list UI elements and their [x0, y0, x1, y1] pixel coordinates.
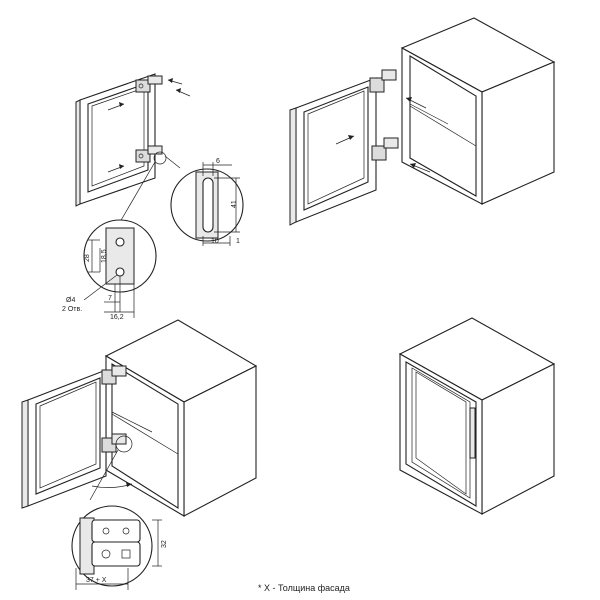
- hinge-bottom-screw: [138, 153, 144, 159]
- arrow-head: [168, 78, 173, 83]
- hinge-adjust-plate: [121, 549, 131, 559]
- callout-circle3: [115, 435, 133, 453]
- hinge2-bottom: [371, 145, 387, 161]
- arrow-head: [176, 88, 181, 93]
- hinge-plate-bottom: [91, 541, 141, 567]
- callout-circle: [153, 151, 167, 165]
- cabinet-opening: [409, 55, 477, 197]
- dim-7: 7: [108, 295, 112, 302]
- door-inner2: [91, 87, 145, 187]
- shelf-edge: [409, 105, 477, 147]
- footnote: * X - Толщина фасада: [258, 583, 350, 593]
- arrow-head: [410, 163, 416, 168]
- hinge2-bottom-plate: [383, 137, 399, 149]
- hinge-screw: [122, 527, 130, 535]
- hole-bottom: [115, 267, 125, 277]
- door3-inner: [35, 377, 101, 495]
- arrow-head: [119, 164, 124, 169]
- leader-detail-b: [164, 155, 181, 169]
- door2-edge: [289, 107, 297, 226]
- door2-inner2: [307, 90, 365, 205]
- dim-28: 28: [84, 254, 91, 262]
- cab3-opening: [111, 363, 179, 510]
- hinge3-top-plate: [111, 365, 127, 377]
- dim-18-5: 18,5: [101, 249, 108, 263]
- dim-6: 6: [216, 158, 220, 165]
- dim-d4: Ø4: [66, 297, 75, 304]
- shelf-back: [409, 103, 449, 125]
- dim-41: 41: [231, 200, 238, 208]
- door3-edge: [21, 399, 29, 509]
- detail-hinge-adjust: 32 37 + X: [71, 505, 168, 590]
- dim-10: 10: [211, 238, 219, 245]
- hinge2-top: [369, 77, 385, 93]
- hinge-screw: [102, 527, 110, 535]
- cab4-door-inner: [411, 367, 471, 499]
- dim-line: [83, 274, 118, 301]
- detail-slot: 6 41 10 1: [170, 158, 244, 246]
- shelf-back: [111, 411, 153, 433]
- hinge-plate-top: [91, 519, 141, 543]
- panel-door-hinges: [75, 73, 191, 223]
- detail-drilling: 28 18,5 7 16,2 Ø4 2 Отв.: [62, 219, 157, 321]
- cab4-door: [405, 361, 477, 507]
- panel-cabinet-closed: [398, 317, 556, 515]
- door3-inner2: [39, 381, 97, 489]
- door-edge: [75, 99, 81, 207]
- hinge2-top-plate: [381, 69, 397, 81]
- hinge3-bottom-plate: [111, 433, 127, 445]
- shelf-edge: [111, 413, 179, 455]
- hinge-bottom: [135, 145, 163, 163]
- hole-top: [115, 237, 125, 247]
- hinge-screw: [101, 549, 111, 559]
- dim-holes: 2 Отв.: [62, 306, 82, 313]
- hinge-top-arm: [147, 75, 163, 85]
- door-inner: [87, 82, 149, 193]
- dim-32: 32: [161, 540, 168, 548]
- cab4-door-inner2: [415, 371, 467, 495]
- panel-cabinet-mount: [289, 17, 556, 226]
- arrow-head: [126, 482, 132, 487]
- door2-inner: [303, 86, 369, 211]
- cab4-handle: [469, 407, 476, 459]
- hinge-top: [135, 75, 163, 93]
- dim-1: 1: [236, 238, 240, 245]
- arrow-head: [406, 97, 412, 102]
- slot-shape: [202, 177, 214, 233]
- dim-37x: 37 + X: [86, 577, 107, 584]
- arrow-head: [119, 102, 124, 107]
- arrow-head: [348, 135, 354, 140]
- dim-16-2: 16,2: [110, 314, 124, 321]
- hinge-top-screw: [138, 83, 144, 89]
- panel-cabinet-open: [21, 319, 258, 517]
- leader-detail-a: [119, 161, 156, 223]
- leader-line: [89, 449, 119, 501]
- hinge-bottom-arm: [147, 145, 163, 155]
- arrows-door: [107, 78, 191, 173]
